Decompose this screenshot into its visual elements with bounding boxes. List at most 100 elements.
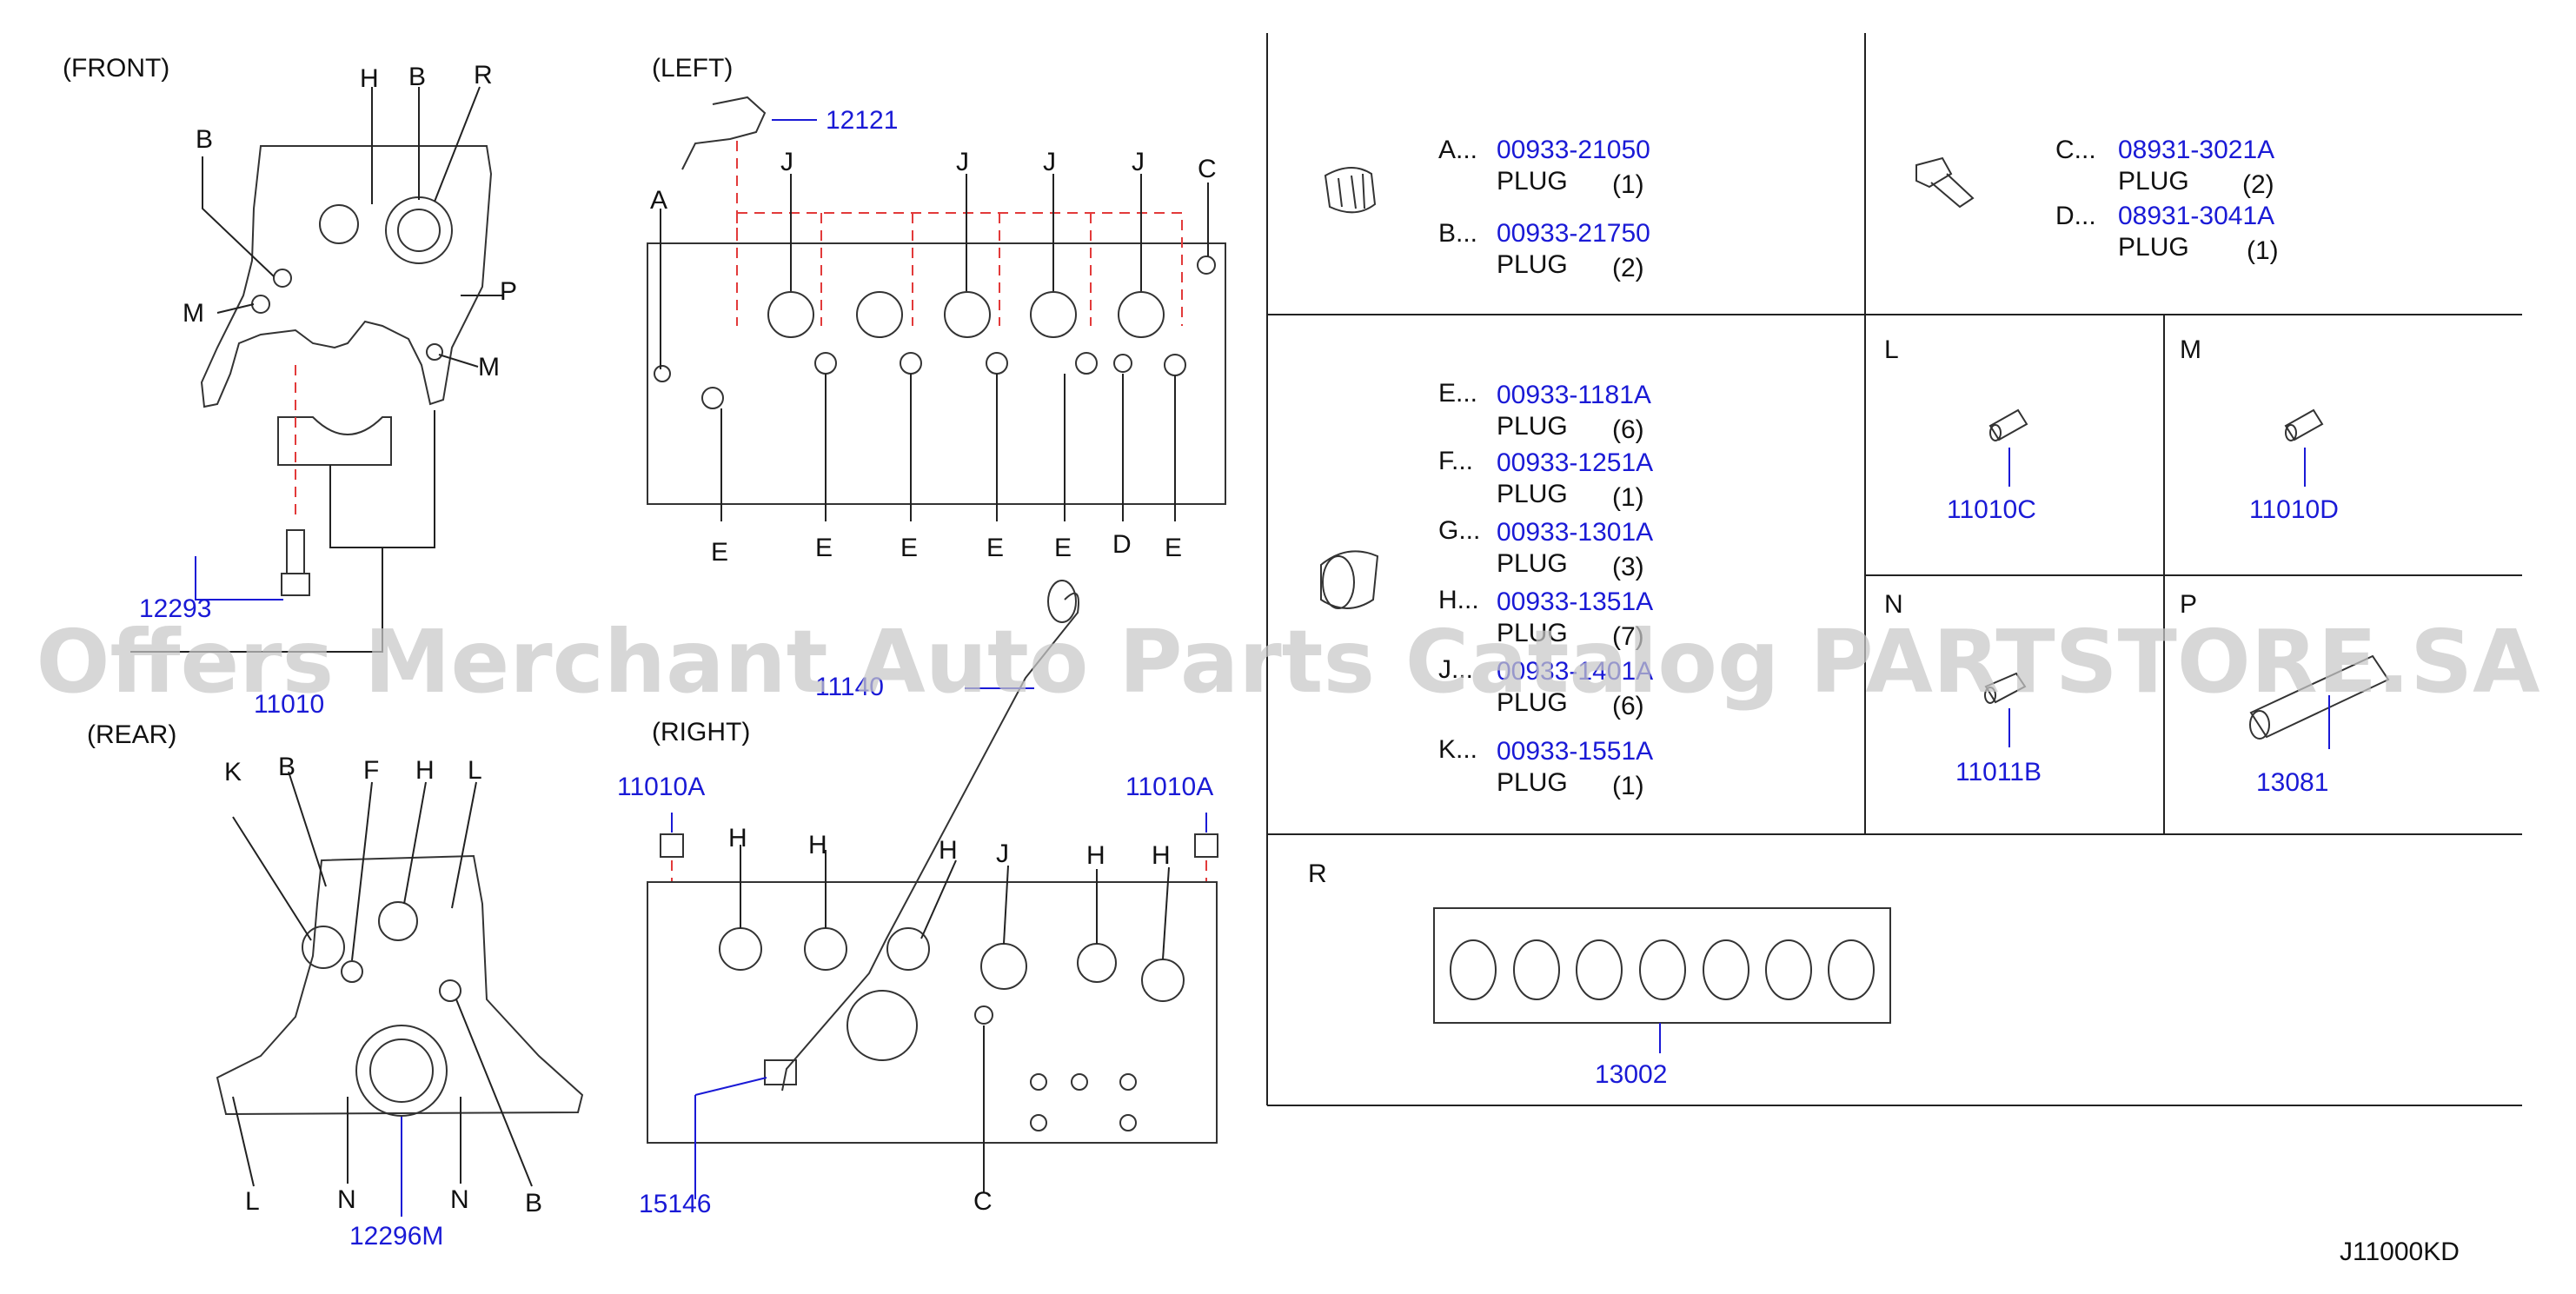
plug-f-qty: (1) [1612,483,1644,512]
rear-callout-l-top: L [468,756,482,785]
plug-m-letter: M [2180,335,2201,364]
bearing-set-part[interactable]: 13002 [1595,1060,1667,1089]
plug-a-name: PLUG [1497,167,1568,196]
plug-a-key: A... [1438,136,1477,164]
rear-oil-seal-12296m [355,1025,448,1117]
plug-m-icon [2284,408,2324,441]
plug-k-part[interactable]: 00933-1551A [1497,737,1653,766]
plug-b-name: PLUG [1497,250,1568,279]
rear-callout-n-left: N [337,1185,356,1214]
plug-d-part[interactable]: 08931-3041A [2118,202,2274,230]
right-sensor-15146 [764,1059,797,1085]
plug-e-part[interactable]: 00933-1181A [1497,381,1651,409]
part-link-12293[interactable]: 12293 [139,594,211,623]
plug-j-part[interactable]: 00933-1401A [1497,657,1653,686]
plug-e-qty: (6) [1612,415,1644,444]
part-link-11010a-right[interactable]: 11010A [1125,773,1213,801]
plug-a-icon [1324,167,1377,214]
plug-a-part[interactable]: 00933-21050 [1497,136,1650,164]
part-link-11140[interactable]: 11140 [815,673,884,701]
plug-g-key: G... [1438,516,1480,545]
plug-n-icon [1984,672,2027,704]
rear-callout-b-bottom: B [525,1189,542,1218]
plug-h-part[interactable]: 00933-1351A [1497,587,1653,616]
right-callout-h3: H [939,836,958,865]
plug-d-qty: (1) [2247,236,2279,265]
left-sensor-12121 [681,96,767,170]
plug-p-icon [2249,654,2390,739]
plug-c-key: C... [2055,136,2096,164]
left-callout-e3: E [900,534,918,562]
plug-m-part[interactable]: 11010D [2249,495,2339,524]
right-view-title: (RIGHT) [652,718,750,747]
rear-callout-l-bottom: L [245,1187,260,1216]
watermark: Offers Merchant Auto Parts Catalog PARTS… [36,611,2539,713]
right-callout-h4: H [1086,841,1105,870]
plug-k-qty: (1) [1612,772,1644,800]
rear-callout-k: K [224,758,242,786]
plug-g-qty: (3) [1612,553,1644,581]
front-pump-seat [385,196,453,264]
plug-p-part[interactable]: 13081 [2256,768,2328,797]
dipstick-11140 [781,592,1079,1092]
cell-plug-n: N 11011B [1884,590,2042,786]
plug-b-key: B... [1438,219,1477,248]
plug-h-name: PLUG [1497,619,1568,647]
diagram-code: J11000KD [2340,1238,2460,1266]
left-callout-j3: J [1043,148,1056,176]
plug-d-key: D... [2055,202,2096,230]
part-link-11010a-left[interactable]: 11010A [617,773,705,801]
rear-view-title: (REAR) [87,720,176,749]
part-link-15146[interactable]: 15146 [639,1190,711,1218]
part-link-11010[interactable]: 11010 [254,690,324,719]
plug-g-part[interactable]: 00933-1301A [1497,518,1653,547]
front-bolt-12293 [281,529,310,596]
left-view: (LEFT) 12121 [647,54,1226,567]
plug-f-name: PLUG [1497,480,1568,508]
cell-plug-m: M 11010D [2180,335,2339,524]
plug-n-letter: N [1884,590,1903,619]
left-callout-e6: E [1165,534,1182,562]
plug-f-key: F... [1438,447,1473,475]
plug-j-key: J... [1438,655,1473,684]
front-callout-m-right: M [478,353,500,382]
front-view-title: (FRONT) [63,54,169,83]
right-callout-h5: H [1152,841,1171,870]
right-plug-bores [719,927,1185,1131]
left-callout-a: A [650,186,667,215]
plug-n-part[interactable]: 11011B [1955,758,2042,786]
left-callout-c: C [1198,155,1217,183]
left-plug-bores [654,255,1216,409]
part-link-12296m[interactable]: 12296M [349,1222,443,1251]
plug-r-letter: R [1308,859,1327,888]
front-callout-b-top: B [408,63,426,91]
plug-l-icon [1988,408,2028,441]
left-callout-j1: J [780,148,793,176]
part-link-12121[interactable]: 12121 [826,106,898,135]
plug-e-key: E... [1438,379,1477,408]
right-view: (RIGHT) 11140 11010A 11010A [617,580,1218,1218]
cell-plug-a-b: A... 00933-21050 PLUG (1) B... 00933-217… [1324,136,1650,282]
bearing-set-frame [1433,907,1891,1024]
plug-l-part[interactable]: 11010C [1947,495,2036,524]
rear-callout-f: F [363,756,379,785]
plug-k-key: K... [1438,735,1477,764]
cell-plug-p: P 13081 [2180,590,2390,797]
rear-callout-b-top: B [278,753,295,781]
left-block-outline [647,242,1226,505]
left-callout-e1: E [711,538,728,567]
right-callout-j: J [996,839,1009,868]
plug-h-key: H... [1438,586,1479,614]
front-callout-r: R [474,61,493,90]
plug-p-letter: P [2180,590,2197,619]
plug-c-part[interactable]: 08931-3021A [2118,136,2274,164]
plug-f-part[interactable]: 00933-1251A [1497,448,1653,477]
plug-b-part[interactable]: 00933-21750 [1497,219,1650,248]
left-callout-d: D [1112,530,1132,559]
front-callout-m-left: M [183,299,204,328]
bearing-set-icons [1450,939,1875,1000]
front-callout-b-left: B [196,125,213,154]
rear-callout-h: H [415,756,435,785]
front-callout-h: H [360,64,379,93]
